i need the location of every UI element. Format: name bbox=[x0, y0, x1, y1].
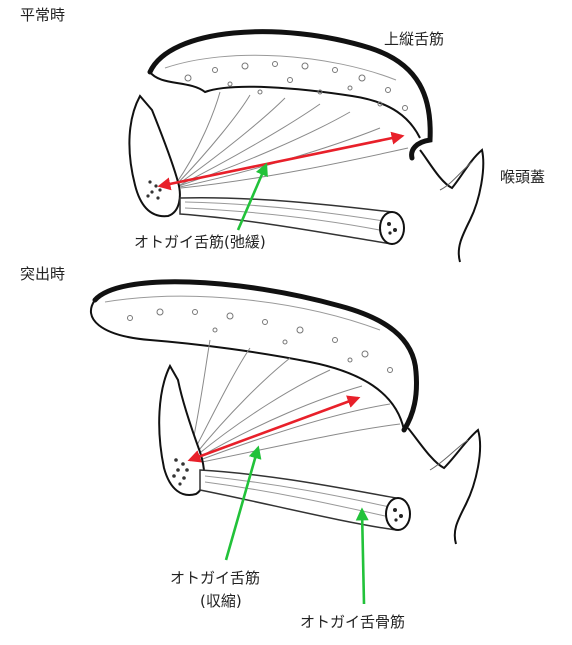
green-arrow-genioglossus-protrusion bbox=[226, 448, 258, 560]
label-epiglottis: 喉頭蓋 bbox=[500, 168, 545, 186]
epiglottis-protrusion bbox=[408, 428, 480, 544]
label-geniohyoid: オトガイ舌骨筋 bbox=[300, 613, 405, 631]
fan-fibers-rest bbox=[175, 92, 408, 188]
protrusion-panel bbox=[91, 282, 480, 604]
label-genioglossus-relaxed: オトガイ舌筋(弛緩) bbox=[134, 233, 266, 251]
red-arrow-rest bbox=[160, 136, 402, 186]
geniohyoid-protrusion bbox=[200, 470, 410, 530]
label-genioglossus-contracted: オトガイ舌筋 bbox=[170, 569, 260, 587]
mandible-rest bbox=[129, 96, 179, 216]
label-genioglossus-contracted-sub: (収縮) bbox=[200, 592, 242, 610]
muscle-dots-rest bbox=[185, 62, 408, 111]
panel-title-protrusion: 突出時 bbox=[20, 265, 65, 283]
label-superior-longitudinal: 上縦舌筋 bbox=[384, 30, 444, 48]
mandible-protrusion bbox=[159, 366, 204, 495]
red-arrow-protrusion bbox=[190, 398, 358, 460]
panel-title-rest: 平常時 bbox=[20, 6, 65, 24]
rest-panel bbox=[129, 32, 483, 262]
epiglottis-rest bbox=[420, 150, 483, 262]
